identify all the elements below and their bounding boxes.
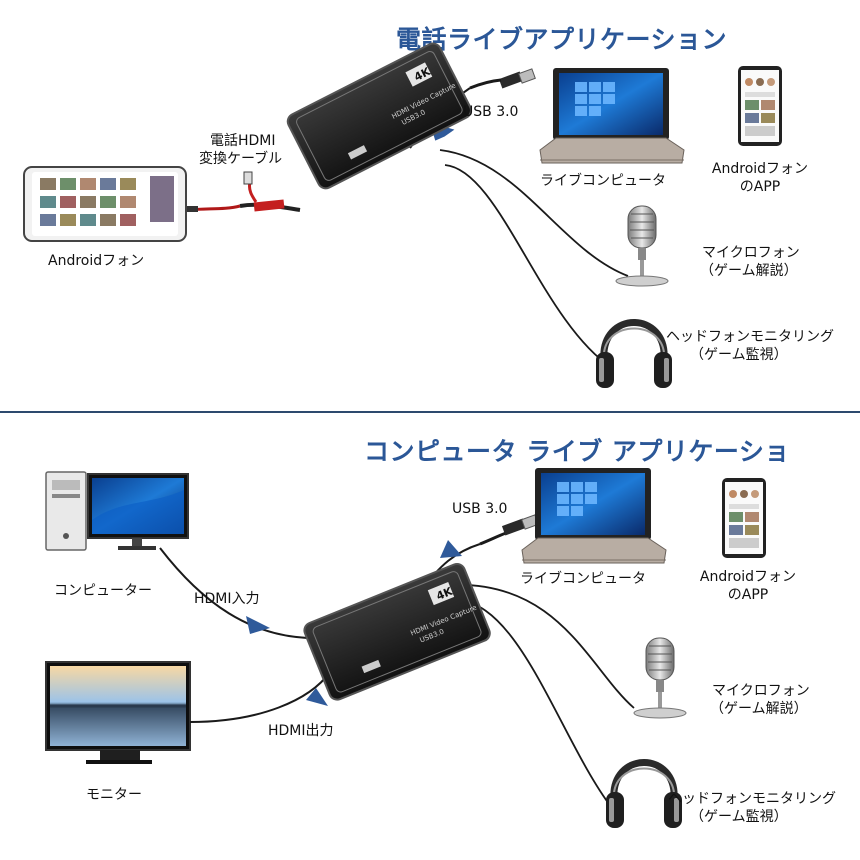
hdmi-in-cable: [159, 547, 321, 640]
mic-label-bottom: マイクロフォン: [712, 683, 810, 699]
mic-cable-top: [439, 149, 629, 277]
phone-hdmi-cable: [186, 171, 301, 212]
mic-label-top: マイクロフォン: [702, 245, 800, 261]
arrow-icon: [440, 540, 462, 558]
svg-text:4K: 4K: [434, 585, 454, 603]
capture-device-bottom: 4K HDMI Video Capture USB3.0: [303, 562, 491, 701]
laptop-bottom: [521, 468, 667, 564]
hdmi-in-label: HDMI入力: [194, 591, 260, 607]
section-divider: [0, 411, 860, 413]
hdmi-out-cable: [189, 671, 331, 723]
microphone-bottom: [633, 637, 687, 719]
usb-label-top: USB 3.0: [463, 104, 519, 120]
usb-plug-bottom: [479, 514, 539, 546]
desktop-computer: [45, 471, 189, 551]
arrow-icon: [306, 688, 328, 706]
phone-cable-label-2: 変換ケーブル: [199, 151, 283, 167]
app-label-bottom: Androidフォン: [699, 569, 797, 585]
bottom-title: コンピュータ ライブ アプリケーショ: [364, 437, 790, 466]
headphones-top: [596, 319, 672, 388]
laptop-top: [539, 68, 685, 164]
headphone-label-bottom: ヘッドフォンモニタリング: [668, 791, 836, 807]
laptop-label-top: ライブコンピュータ: [540, 173, 666, 189]
phone-cable-label: 電話HDMI: [210, 133, 276, 149]
app-label-bottom-2: のAPP: [727, 587, 769, 603]
monitor-label: モニター: [86, 787, 142, 803]
headphone-label-bottom-2: （ゲーム監視）: [690, 809, 788, 825]
microphone-top: [615, 205, 669, 287]
top-title: 電話ライブアプリケーション: [396, 25, 728, 54]
mic-label-bottom-2: （ゲーム解説）: [710, 701, 808, 717]
arrow-icon: [246, 616, 270, 634]
phone-label: Androidフォン: [48, 253, 145, 269]
headphone-cable-top: [444, 164, 613, 369]
headphones-bottom: [606, 759, 682, 828]
usb-label-bottom: USB 3.0: [452, 501, 508, 517]
usb-plug-top: [469, 68, 536, 90]
app-label-top: Androidフォン: [711, 161, 809, 177]
mic-label-top-2: （ゲーム解説）: [700, 263, 798, 279]
computer-label: コンピューター: [54, 583, 152, 599]
hdmi-out-label: HDMI出力: [268, 723, 334, 739]
app-phone-bottom: [722, 478, 766, 558]
headphone-label-top-2: （ゲーム監視）: [690, 347, 788, 363]
android-phone-top: [23, 166, 187, 242]
capture-device-top: 4K HDMI Video Capture USB3.0: [286, 42, 472, 190]
app-phone-top: [738, 66, 782, 146]
headphone-label-top: ヘッドフォンモニタリング: [666, 329, 834, 345]
monitor: [45, 661, 191, 764]
laptop-label-bottom: ライブコンピュータ: [520, 571, 646, 587]
mic-cable-bottom: [449, 584, 635, 709]
app-label-top-2: のAPP: [739, 179, 781, 195]
